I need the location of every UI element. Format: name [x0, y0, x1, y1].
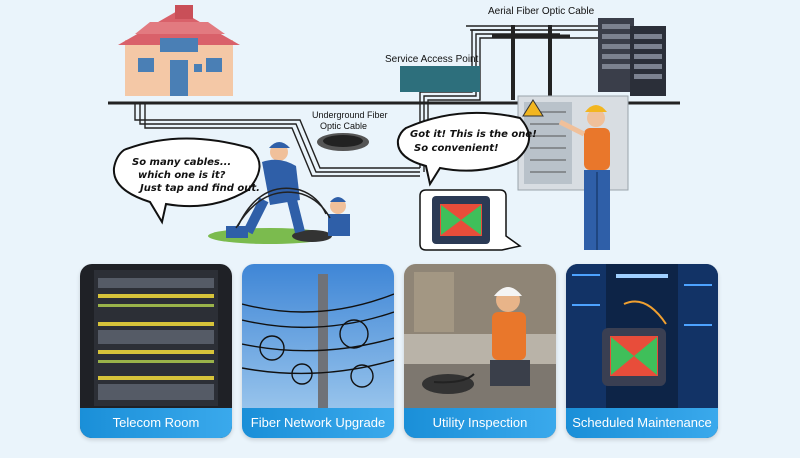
service-access-point-label: Service Access Point: [385, 54, 479, 65]
scenario-cards: Telecom Room Fiber Network Upgrade: [0, 262, 800, 440]
bubble-right-line-2: So convenient!: [414, 143, 499, 154]
server-rack-icon: [598, 18, 666, 96]
card-caption: Utility Inspection: [404, 408, 556, 438]
underground-cable-label-2: Optic Cable: [320, 121, 368, 131]
tester-device-bubble: [419, 189, 522, 251]
utility-pole-icon: [492, 25, 570, 100]
datacenter-device-photo-icon: [566, 264, 718, 438]
bubble-left-line-3: Just tap and find out.: [140, 183, 260, 194]
technician-right-icon: [558, 105, 610, 250]
card-caption: Telecom Room: [80, 408, 232, 438]
speech-bubble-right: [396, 111, 530, 187]
bubble-left-line-2: which one is it?: [138, 170, 226, 181]
card-caption: Fiber Network Upgrade: [242, 408, 394, 438]
underground-cable-label-1: Underground Fiber: [312, 110, 388, 120]
house-icon: [118, 5, 240, 96]
bubble-left-line-1: So many cables...: [132, 157, 232, 168]
technicians-left-icon: [208, 142, 350, 244]
card-utility-inspection[interactable]: Utility Inspection: [404, 264, 556, 438]
card-scheduled-maintenance[interactable]: Scheduled Maintenance: [566, 264, 718, 438]
card-caption: Scheduled Maintenance: [566, 408, 718, 438]
bubble-right-line-1: Got it! This is the one!: [410, 129, 537, 140]
server-rack-photo-icon: [80, 264, 232, 438]
fiber-network-scene: [108, 5, 680, 251]
speech-bubble-left: [112, 137, 261, 225]
aerial-cable-label: Aerial Fiber Optic Cable: [488, 6, 595, 17]
card-fiber-network-upgrade[interactable]: Fiber Network Upgrade: [242, 264, 394, 438]
card-telecom-room[interactable]: Telecom Room: [80, 264, 232, 438]
service-access-point-box: [400, 66, 480, 92]
distribution-cabinet-icon: [517, 95, 629, 191]
worker-manhole-photo-icon: [404, 264, 556, 438]
